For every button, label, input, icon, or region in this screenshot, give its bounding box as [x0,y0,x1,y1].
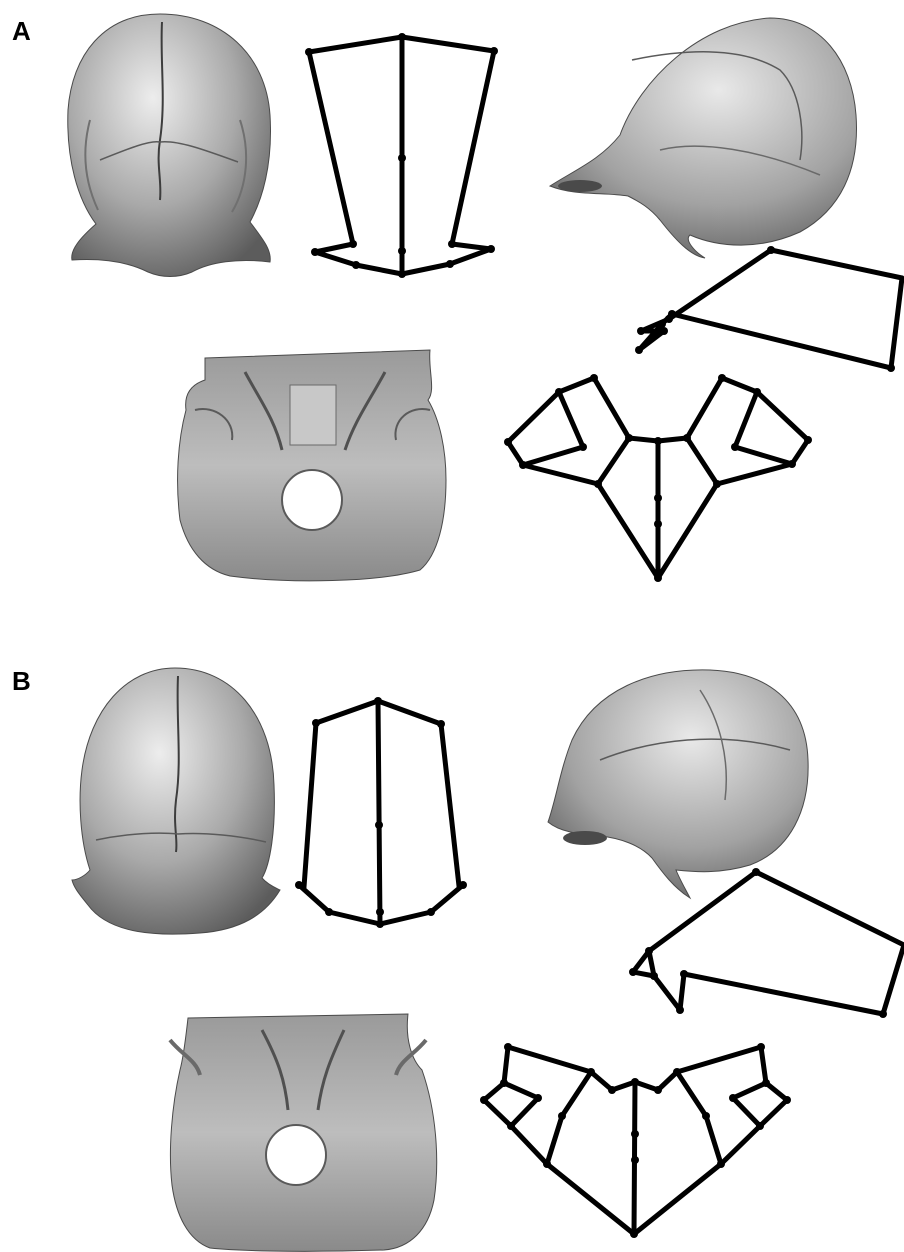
panel-label-a: A [12,16,31,46]
skull-a-basal-view [178,350,446,581]
wireframe-b-basal [480,1043,791,1238]
wireframe-a-basal [504,374,812,582]
wireframe-a-lateral [635,246,902,372]
skull-b-posterior-view [72,668,280,934]
skull-a-posterior-view [68,14,271,277]
skull-b-basal-view [170,1014,437,1251]
wireframe-b-lateral [629,868,904,1018]
wireframe-a-posterior [305,33,498,278]
skull-b-lateral-view [548,670,808,898]
panel-label-b: B [12,666,31,696]
skull-a-lateral-view [550,18,857,258]
wireframe-b-posterior [295,697,467,928]
